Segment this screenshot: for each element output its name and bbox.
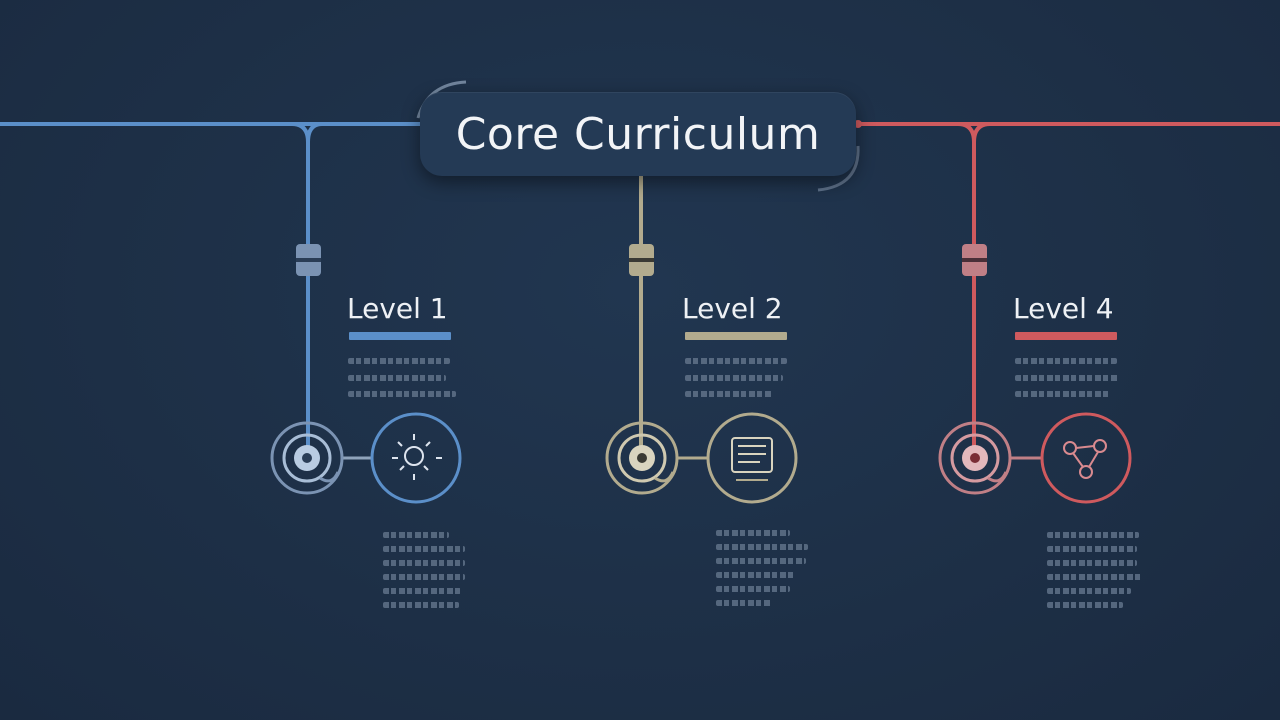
- level-4-detail-line: [1047, 602, 1123, 608]
- level-1-detail-line: [383, 560, 465, 566]
- lightbulb-icon: [370, 412, 462, 504]
- level-1-description-line: [348, 391, 456, 397]
- level-2-detail-line: [716, 544, 808, 550]
- level-4-title: Level 4: [1013, 292, 1114, 325]
- level-1-title: Level 1: [347, 292, 448, 325]
- level-2-detail-line: [716, 558, 806, 564]
- title-box: Core Curriculum: [420, 92, 856, 176]
- level-4-detail-line: [1047, 588, 1131, 594]
- level-4-description-line: [1015, 375, 1119, 381]
- level-1-detail-line: [383, 532, 449, 538]
- level-1-detail-line: [383, 602, 459, 608]
- level-4-detail-line: [1047, 560, 1137, 566]
- level-2-node-dial: [605, 421, 679, 495]
- diagram-title: Core Curriculum: [455, 108, 821, 160]
- level-2-clip: [629, 244, 654, 276]
- level-4-node-dial: [938, 421, 1012, 495]
- level-2-detail-line: [716, 586, 790, 592]
- level-4-description-line: [1015, 358, 1117, 364]
- level-1-detail-line: [383, 588, 461, 594]
- level-4-underline: [1015, 332, 1117, 340]
- level-2-detail-line: [716, 572, 796, 578]
- level-1-node-dial: [270, 421, 344, 495]
- level-4-clip: [962, 244, 987, 276]
- level-2-title: Level 2: [682, 292, 783, 325]
- network-icon: [1040, 412, 1132, 504]
- level-1-connector: [0, 122, 310, 452]
- level-4-detail-line: [1047, 546, 1137, 552]
- level-4-description-line: [1015, 391, 1111, 397]
- level-1-detail-line: [383, 546, 465, 552]
- level-4-detail-line: [1047, 532, 1139, 538]
- level-2-description-line: [685, 391, 773, 397]
- document-icon: [706, 412, 798, 504]
- level-1-underline: [349, 332, 451, 340]
- level-2-underline: [685, 332, 787, 340]
- level-2-description-line: [685, 358, 787, 364]
- level-2-detail-line: [716, 530, 790, 536]
- level-1-clip: [296, 244, 321, 276]
- level-4-detail-line: [1047, 574, 1143, 580]
- level-1-description-line: [348, 375, 446, 381]
- level-1-detail-line: [383, 574, 465, 580]
- level-2-detail-line: [716, 600, 772, 606]
- level-1-description-line: [348, 358, 450, 364]
- level-2-description-line: [685, 375, 783, 381]
